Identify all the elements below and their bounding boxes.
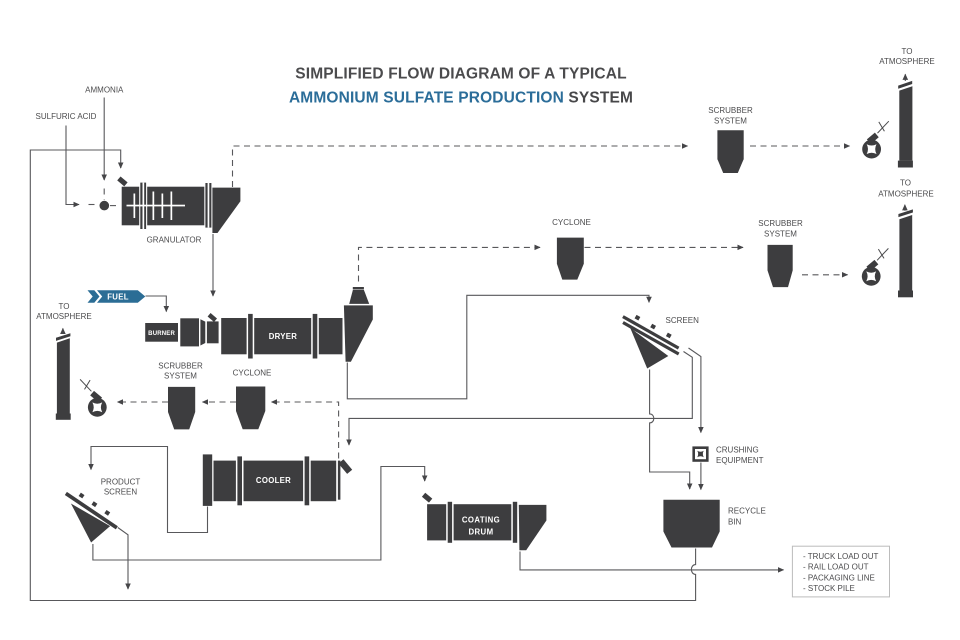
svg-text:AMMONIUM SULFATE PRODUCTION SY: AMMONIUM SULFATE PRODUCTION SYSTEM bbox=[289, 90, 633, 107]
svg-text:ATMOSPHERE: ATMOSPHERE bbox=[879, 57, 934, 66]
svg-text:SULFURIC ACID: SULFURIC ACID bbox=[36, 112, 97, 121]
svg-text:ATMOSPHERE: ATMOSPHERE bbox=[878, 189, 933, 198]
svg-text:- TRUCK LOAD OUT: - TRUCK LOAD OUT bbox=[803, 552, 879, 561]
svg-text:EQUIPMENT: EQUIPMENT bbox=[716, 456, 764, 465]
svg-text:SCREEN: SCREEN bbox=[666, 316, 700, 325]
svg-text:- RAIL LOAD OUT: - RAIL LOAD OUT bbox=[803, 563, 869, 572]
svg-text:TO: TO bbox=[900, 178, 911, 187]
svg-text:TO: TO bbox=[59, 302, 70, 311]
svg-text:- PACKAGING LINE: - PACKAGING LINE bbox=[803, 573, 875, 582]
svg-text:AMMONIA: AMMONIA bbox=[85, 86, 124, 95]
svg-text:CYCLONE: CYCLONE bbox=[233, 368, 272, 377]
svg-text:SIMPLIFIED FLOW DIAGRAM OF A T: SIMPLIFIED FLOW DIAGRAM OF A TYPICAL bbox=[295, 66, 626, 83]
svg-text:PRODUCT: PRODUCT bbox=[101, 477, 141, 486]
svg-text:BIN: BIN bbox=[728, 517, 742, 526]
svg-text:CRUSHING: CRUSHING bbox=[716, 445, 759, 454]
svg-text:RECYCLE: RECYCLE bbox=[728, 507, 766, 516]
svg-text:BURNER: BURNER bbox=[148, 331, 175, 337]
svg-text:COATING: COATING bbox=[462, 516, 500, 525]
svg-text:ATMOSPHERE: ATMOSPHERE bbox=[36, 312, 91, 321]
svg-text:SYSTEM: SYSTEM bbox=[164, 372, 197, 381]
svg-text:SCRUBBER: SCRUBBER bbox=[708, 106, 753, 115]
svg-text:- STOCK PILE: - STOCK PILE bbox=[803, 584, 855, 593]
svg-text:TO: TO bbox=[902, 47, 913, 56]
svg-text:SCREEN: SCREEN bbox=[104, 488, 138, 497]
svg-text:FUEL: FUEL bbox=[107, 292, 129, 301]
svg-text:GRANULATOR: GRANULATOR bbox=[147, 236, 202, 245]
svg-text:CYCLONE: CYCLONE bbox=[552, 218, 591, 227]
svg-text:SCRUBBER: SCRUBBER bbox=[758, 219, 803, 228]
svg-text:SCRUBBER: SCRUBBER bbox=[158, 361, 203, 370]
svg-text:COOLER: COOLER bbox=[256, 476, 291, 485]
svg-text:DRUM: DRUM bbox=[469, 528, 494, 537]
svg-text:SYSTEM: SYSTEM bbox=[714, 116, 747, 125]
svg-text:DRYER: DRYER bbox=[269, 332, 298, 341]
svg-text:SYSTEM: SYSTEM bbox=[764, 229, 797, 238]
